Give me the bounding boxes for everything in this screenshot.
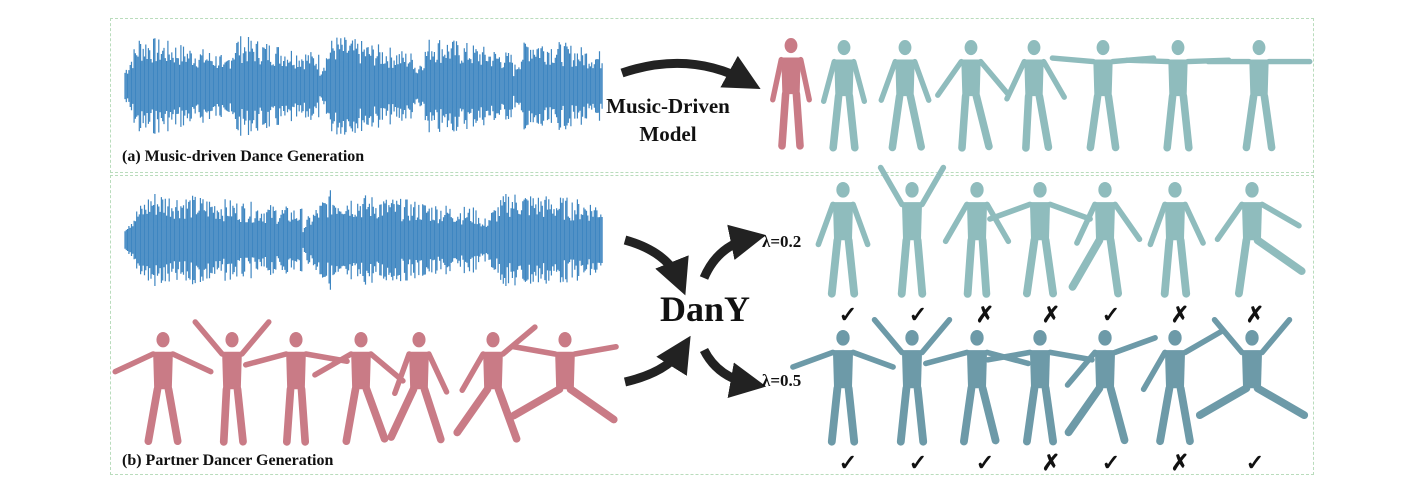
dancer-figures	[112, 38, 1313, 446]
lambda-row2-label: λ=0.5	[762, 371, 802, 390]
panel-music-driven	[110, 18, 1314, 173]
human-figure-icon	[1049, 40, 1157, 152]
human-figure-icon	[985, 330, 1095, 446]
mark-row2: ✓	[975, 450, 995, 475]
curved-arrow-icon	[623, 235, 689, 296]
panel-partner-dancer	[110, 175, 1314, 475]
human-figure-icon	[877, 164, 947, 298]
mark-row2: ✗	[1170, 450, 1190, 475]
lambda-row1-label: λ=0.2	[762, 232, 802, 251]
mark-row2: ✗	[1041, 450, 1061, 475]
audio-waveform-icon	[124, 36, 603, 136]
audio-waveform-icon	[124, 190, 603, 290]
mark-row1: ✗	[975, 302, 995, 327]
mark-row1: ✗	[1041, 302, 1061, 327]
human-figure-icon	[942, 182, 1012, 298]
human-figure-icon	[935, 40, 1010, 152]
curved-arrow-icon	[623, 335, 691, 387]
human-figure-icon	[815, 182, 871, 298]
human-figure-icon	[453, 324, 538, 443]
human-figure-icon	[509, 332, 619, 424]
human-figure-icon	[1147, 182, 1206, 298]
mark-row1: ✗	[1170, 302, 1190, 327]
mark-row2: ✓	[1101, 450, 1121, 475]
human-figure-icon	[312, 332, 406, 446]
model-label-line2: Model	[639, 122, 697, 146]
caption-a: (a) Music-driven Dance Generation	[122, 148, 365, 165]
human-figure-icon	[820, 40, 868, 152]
arrows	[620, 55, 767, 398]
mark-row2: ✓	[908, 450, 928, 475]
human-figure-icon	[871, 316, 953, 446]
human-figure-icon	[1195, 316, 1309, 420]
human-figure-icon	[1004, 40, 1067, 152]
human-figure-icon	[192, 319, 272, 446]
human-figure-icon	[1124, 40, 1232, 152]
human-figure-icon	[923, 330, 1031, 446]
mark-row1: ✓	[838, 302, 858, 327]
human-figure-icon	[387, 332, 450, 444]
music-driven-model-label: Music-Driven Model	[603, 92, 733, 148]
model-label-line1: Music-Driven	[606, 94, 730, 118]
human-figure-icon	[878, 40, 932, 152]
mark-row2: ✓	[1245, 450, 1265, 475]
human-figure-icon	[1064, 330, 1158, 445]
human-figure-icon	[770, 38, 812, 150]
human-figure-icon	[112, 332, 214, 446]
human-figure-icon	[1140, 328, 1225, 446]
human-figure-icon	[790, 330, 896, 446]
mark-row1: ✓	[908, 302, 928, 327]
curved-arrow-icon	[699, 224, 767, 280]
curved-arrow-icon	[620, 55, 761, 89]
curved-arrow-icon	[699, 347, 767, 398]
mark-row1: ✗	[1245, 302, 1265, 327]
dany-model-label: DanY	[659, 289, 751, 329]
caption-b: (b) Partner Dancer Generation	[122, 452, 334, 469]
mark-row1: ✓	[1101, 302, 1121, 327]
human-figure-icon	[987, 182, 1093, 298]
mark-row2: ✓	[838, 450, 858, 475]
human-figure-icon	[1205, 40, 1313, 152]
human-figure-icon	[1214, 182, 1306, 298]
human-figure-icon	[1068, 182, 1143, 298]
human-figure-icon	[242, 332, 350, 446]
